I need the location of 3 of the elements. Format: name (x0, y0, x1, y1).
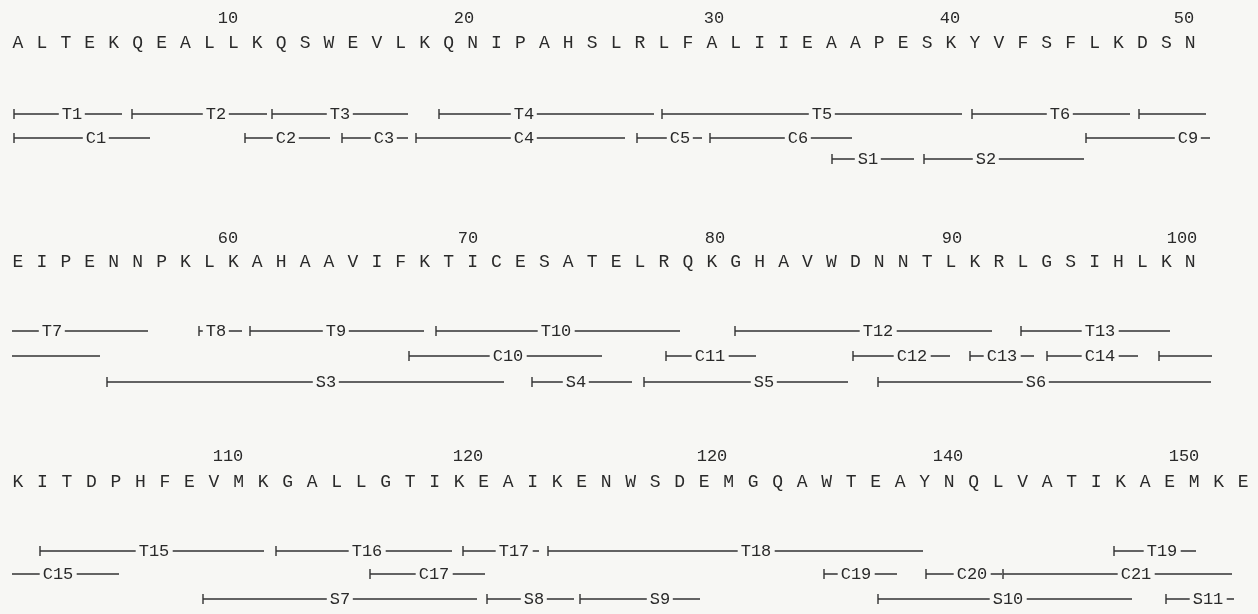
sequence-text: A L T E K Q E A L L K Q S W E V L K Q N I P A H S L R L F A L I I E A A P E S K Y V F S F L K D S N (12, 34, 1197, 52)
sequence-text: K I T D P H F E V M K G A L L G T I K E A I K E N W S D E M G Q A W T E A Y N Q L V A T I K A E M K E (12, 473, 1251, 491)
sequence-text: E I P E N N P K L K A H A A V I F K T I C E S A T E L R Q K G H A V W D N N T L K R L G S I H L K N (12, 253, 1197, 271)
